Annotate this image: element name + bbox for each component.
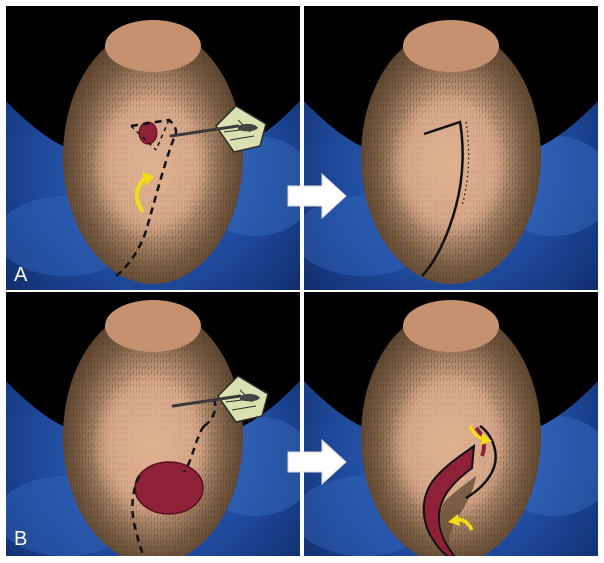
panel-b-after bbox=[294, 286, 604, 563]
small-defect bbox=[139, 122, 157, 144]
panel-a bbox=[0, 6, 316, 296]
panel-label-a: A bbox=[14, 264, 27, 287]
panel-a-after bbox=[294, 6, 604, 296]
panel-b bbox=[0, 286, 316, 563]
panel-label-b: B bbox=[14, 528, 27, 551]
large-defect bbox=[135, 462, 203, 514]
